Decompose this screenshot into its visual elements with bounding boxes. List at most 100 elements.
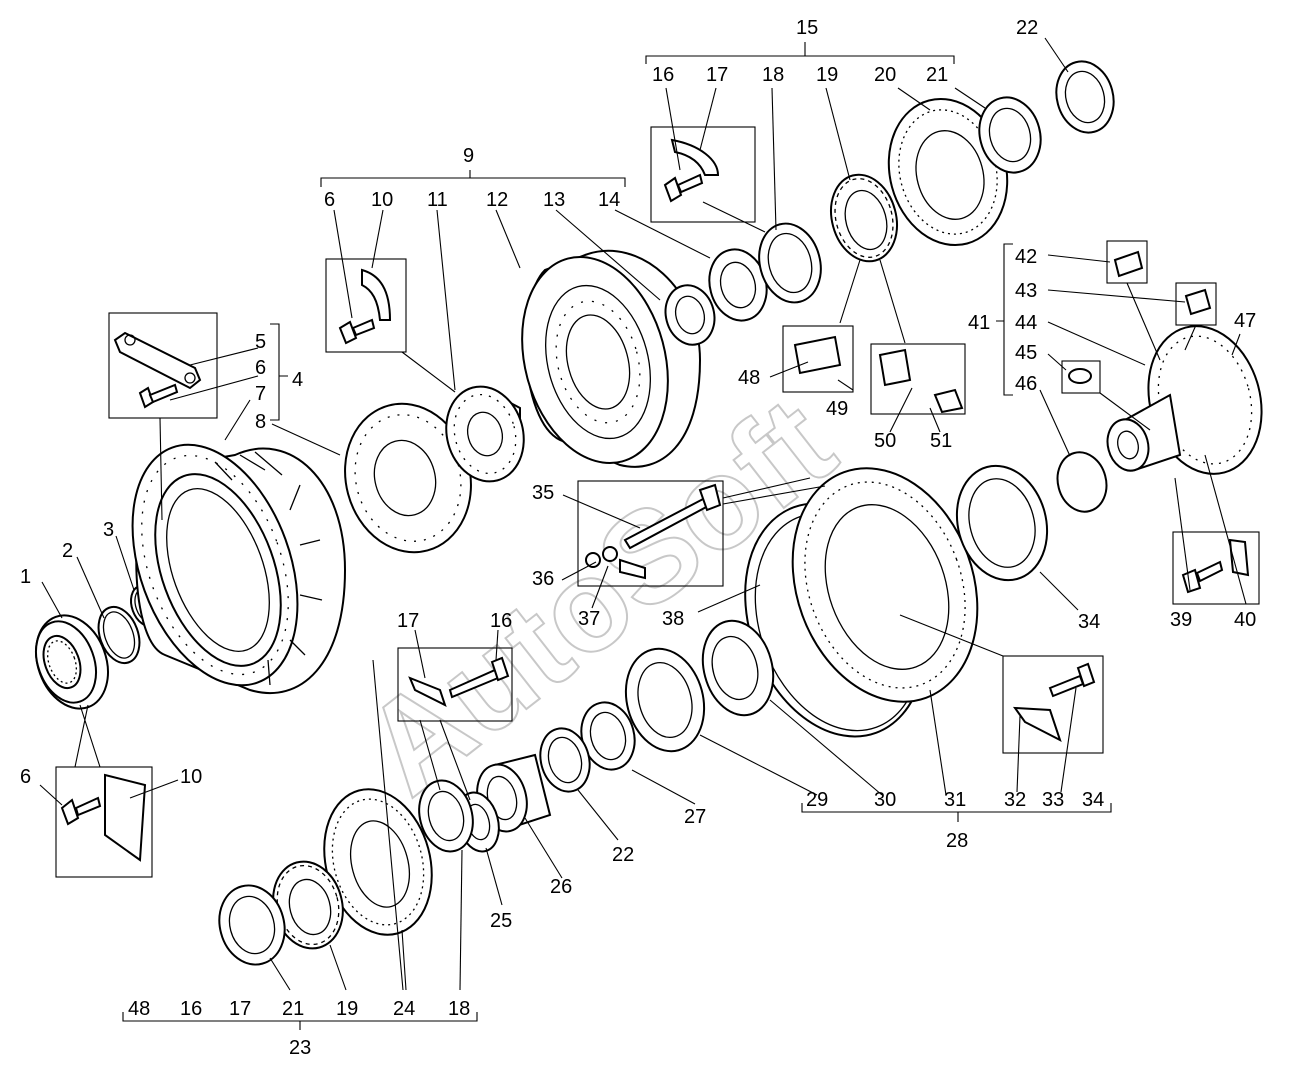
callout-27: 27 <box>684 806 706 828</box>
part-12-pump-wheel <box>521 249 702 468</box>
callout-33: 33 <box>1042 789 1064 811</box>
callout-15: 15 <box>796 17 818 39</box>
callout-21a: 21 <box>926 64 948 86</box>
fasteners <box>60 138 1250 862</box>
part-21-ring-bottom <box>218 884 286 966</box>
part-22-split-ring-bottom <box>539 727 591 793</box>
callout-10a: 10 <box>371 189 393 211</box>
frame-32-33 <box>1002 655 1104 754</box>
frame-39-40 <box>1172 531 1260 605</box>
callout-19a: 19 <box>816 64 838 86</box>
callout-3: 3 <box>103 519 114 541</box>
callout-45: 45 <box>1015 342 1037 364</box>
callout-25: 25 <box>490 910 512 932</box>
part-7-turbine-housing <box>131 443 347 695</box>
part-1-splined-hub <box>35 614 109 710</box>
callout-31: 31 <box>944 789 966 811</box>
callout-28: 28 <box>946 830 968 852</box>
leader-lines <box>39 37 1247 991</box>
callout-36: 36 <box>532 568 554 590</box>
part-2-ring <box>97 605 141 665</box>
callout-34a: 34 <box>1082 789 1104 811</box>
callout-37: 37 <box>578 608 600 630</box>
callout-49: 49 <box>826 398 848 420</box>
part-18-ring-bottom <box>418 779 474 853</box>
bracket-4 <box>270 323 288 421</box>
callout-18b: 18 <box>448 998 470 1020</box>
bracket-28 <box>801 803 1112 822</box>
callout-22a: 22 <box>1016 17 1038 39</box>
callout-16a: 16 <box>652 64 674 86</box>
frame-6-10-bottom <box>55 766 153 878</box>
callout-39: 39 <box>1170 609 1192 631</box>
group-brackets <box>122 42 1112 1030</box>
callout-20: 20 <box>874 64 896 86</box>
callout-5: 5 <box>255 331 266 353</box>
part-21-ring <box>978 96 1042 174</box>
callout-7: 7 <box>255 383 266 405</box>
callout-2: 2 <box>62 540 73 562</box>
callout-46: 46 <box>1015 373 1037 395</box>
callout-48a: 48 <box>738 367 760 389</box>
callout-44: 44 <box>1015 312 1037 334</box>
callout-11: 11 <box>427 189 448 211</box>
callout-34b: 34 <box>1078 611 1100 633</box>
part-30-bearing <box>701 619 775 717</box>
callout-24: 24 <box>393 998 415 1020</box>
callout-10b: 10 <box>180 766 202 788</box>
part-22-split-ring <box>1055 60 1115 134</box>
callout-6c: 6 <box>20 766 31 788</box>
callout-4: 4 <box>292 369 303 391</box>
callout-29: 29 <box>806 789 828 811</box>
callout-38: 38 <box>662 608 684 630</box>
callout-18a: 18 <box>762 64 784 86</box>
callout-19b: 19 <box>336 998 358 1020</box>
callout-47: 47 <box>1234 310 1256 332</box>
callout-48b: 48 <box>128 998 150 1020</box>
callout-43: 43 <box>1015 280 1037 302</box>
callout-23: 23 <box>289 1037 311 1059</box>
part-29-ring <box>624 647 706 753</box>
callout-12: 12 <box>486 189 508 211</box>
callout-9: 9 <box>463 145 474 167</box>
part-11-flange <box>445 385 525 483</box>
part-34-ring <box>955 464 1049 582</box>
frame-6-10 <box>325 258 407 353</box>
callout-1: 1 <box>20 566 31 588</box>
frame-16-17-bottom <box>397 647 513 722</box>
part-13-bearing <box>664 284 716 346</box>
callout-17a: 17 <box>706 64 728 86</box>
callout-32: 32 <box>1004 789 1026 811</box>
part-46-ring <box>1056 451 1108 513</box>
callout-42: 42 <box>1015 246 1037 268</box>
parts <box>35 60 1263 966</box>
callout-22b: 22 <box>612 844 634 866</box>
callout-17b: 17 <box>397 610 419 632</box>
callout-35: 35 <box>532 482 554 504</box>
frame-48 <box>782 325 854 393</box>
part-31-turbine <box>791 467 979 703</box>
part-47-shaft <box>1106 325 1263 475</box>
callout-26: 26 <box>550 876 572 898</box>
callout-13: 13 <box>543 189 565 211</box>
part-19-gear <box>830 173 898 263</box>
frame-35-37 <box>577 480 724 587</box>
part-19-gear-bottom <box>272 860 344 950</box>
callout-16b: 16 <box>490 610 512 632</box>
callout-6a: 6 <box>255 357 266 379</box>
frame-16-17 <box>650 126 756 223</box>
callout-17c: 17 <box>229 998 251 1020</box>
callout-30: 30 <box>874 789 896 811</box>
bracket-15 <box>645 42 955 64</box>
part-26-roller-bearing <box>476 753 552 833</box>
callout-14: 14 <box>598 189 620 211</box>
callout-51: 51 <box>930 430 952 452</box>
bracket-9 <box>320 170 626 187</box>
bracket-41 <box>996 243 1013 396</box>
bracket-23 <box>122 1012 478 1030</box>
callout-labels: 1 2 3 4 5 6 6 6 7 8 9 10 10 11 12 13 14 … <box>20 17 1256 1059</box>
frame-5-6 <box>108 312 218 419</box>
callout-41: 41 <box>968 312 990 334</box>
part-14-bearing <box>708 248 768 322</box>
callout-50: 50 <box>874 430 896 452</box>
